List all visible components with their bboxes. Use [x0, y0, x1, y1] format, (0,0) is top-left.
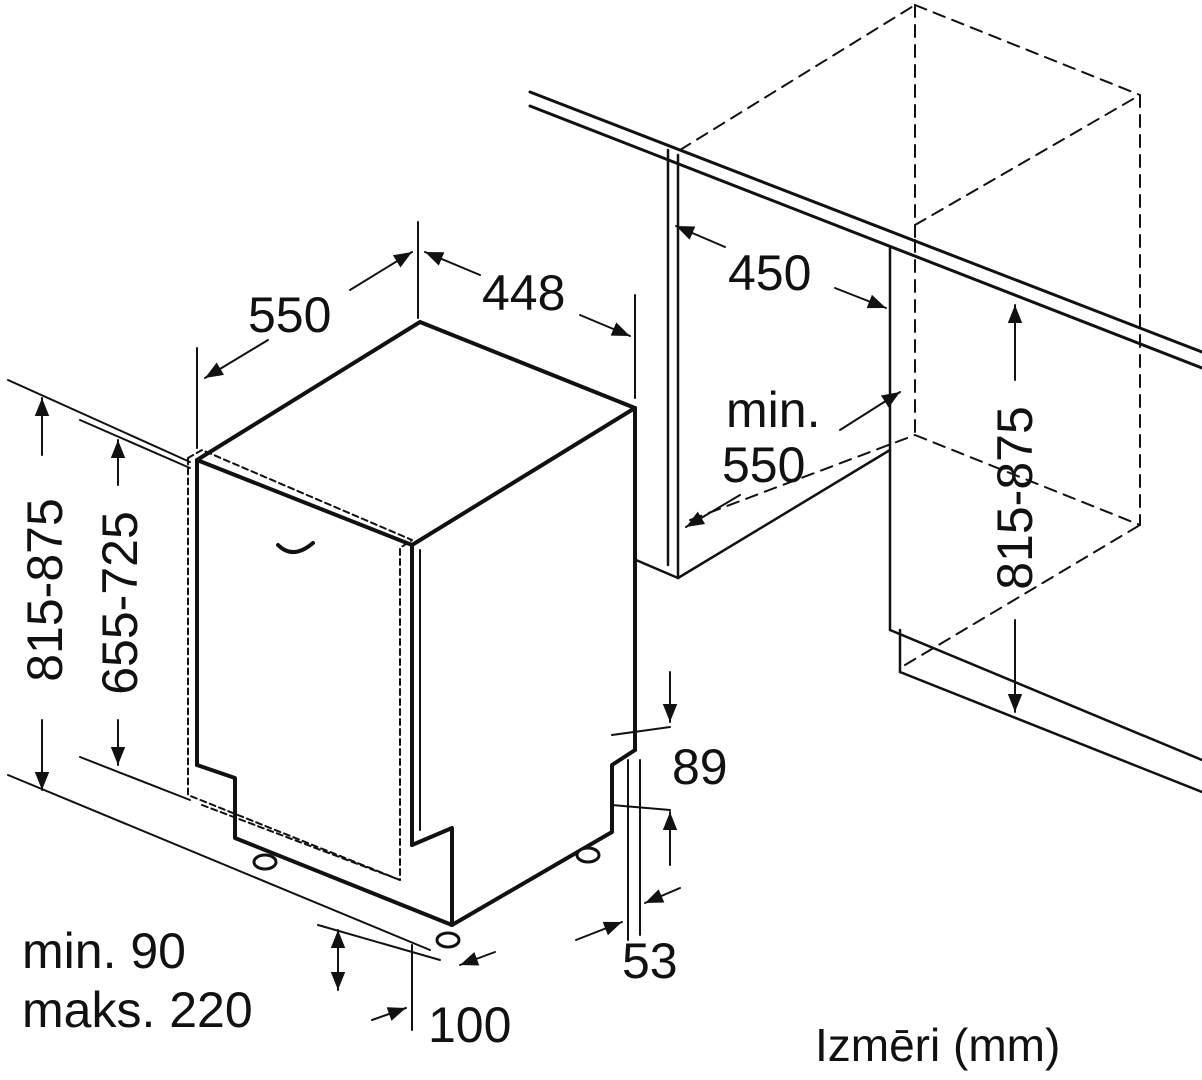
label-plinth-max: maks. 220: [22, 982, 253, 1038]
label-niche-min: min.: [726, 382, 821, 438]
label-plinth-min: min. 90: [22, 923, 186, 979]
label-plinth-89: 89: [672, 739, 728, 795]
label-niche-depth-450: 450: [728, 245, 812, 301]
left-cabinet-panel: [634, 148, 892, 580]
label-plinth-53: 53: [622, 933, 678, 989]
label-foot-100: 100: [428, 997, 512, 1053]
niche-outline: [679, 4, 1141, 666]
floor-lines: [7, 379, 431, 951]
feet: [252, 846, 601, 949]
door-panel: [187, 449, 413, 881]
caption: Izmēri (mm): [815, 1019, 1061, 1071]
label-door-height: 655-725: [92, 511, 148, 695]
label-depth-448: 448: [482, 265, 566, 321]
label-width-550: 550: [248, 287, 332, 343]
right-cabinet: [888, 246, 1202, 794]
dishwasher-body: [195, 320, 637, 927]
label-niche-width-550: 550: [722, 437, 806, 493]
label-height-left: 815-875: [17, 498, 73, 682]
label-height-right: 815-875: [987, 406, 1043, 590]
door-handle-icon: [276, 541, 315, 554]
countertop: [528, 90, 1202, 370]
dimension-lines: [34, 221, 1023, 1031]
